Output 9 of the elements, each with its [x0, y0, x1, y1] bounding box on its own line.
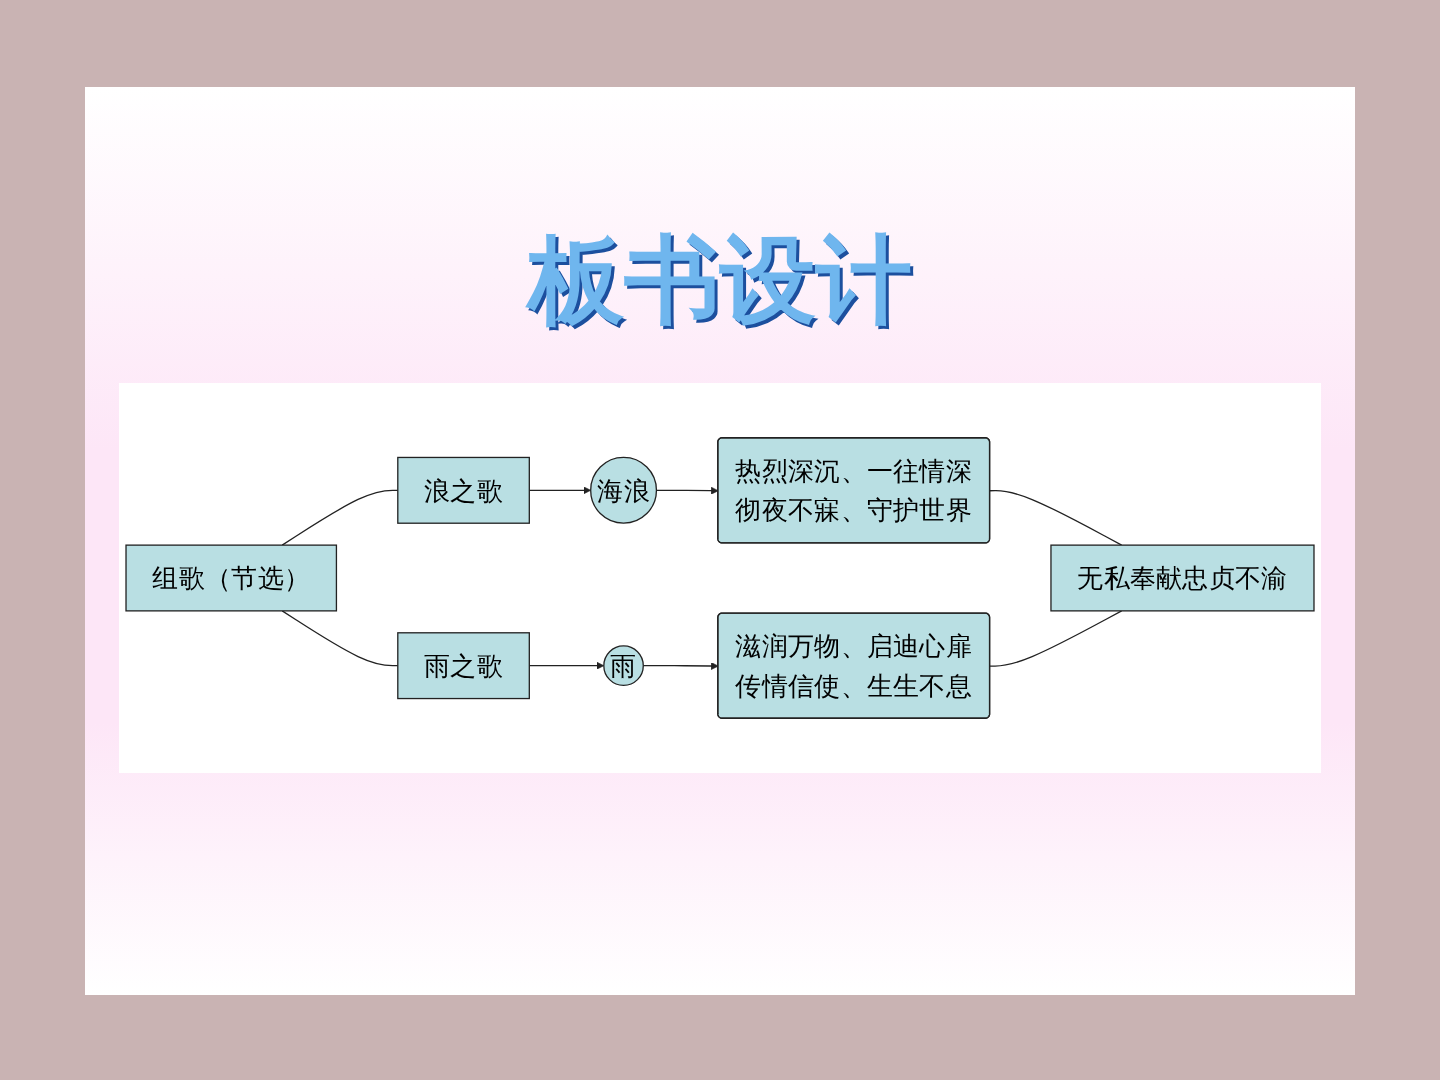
connector — [989, 610, 1123, 667]
node-box: 无私奉献忠贞不渝 — [1050, 544, 1315, 612]
slide-title: 板书设计 — [85, 217, 1355, 347]
node-circle: 雨 — [603, 645, 644, 687]
node-box: 浪之歌 — [397, 456, 530, 524]
connector — [989, 490, 1123, 546]
node-box: 雨之歌 — [397, 632, 530, 700]
node-box: 组歌（节选） — [125, 544, 338, 612]
node-circle: 海浪 — [590, 456, 658, 524]
